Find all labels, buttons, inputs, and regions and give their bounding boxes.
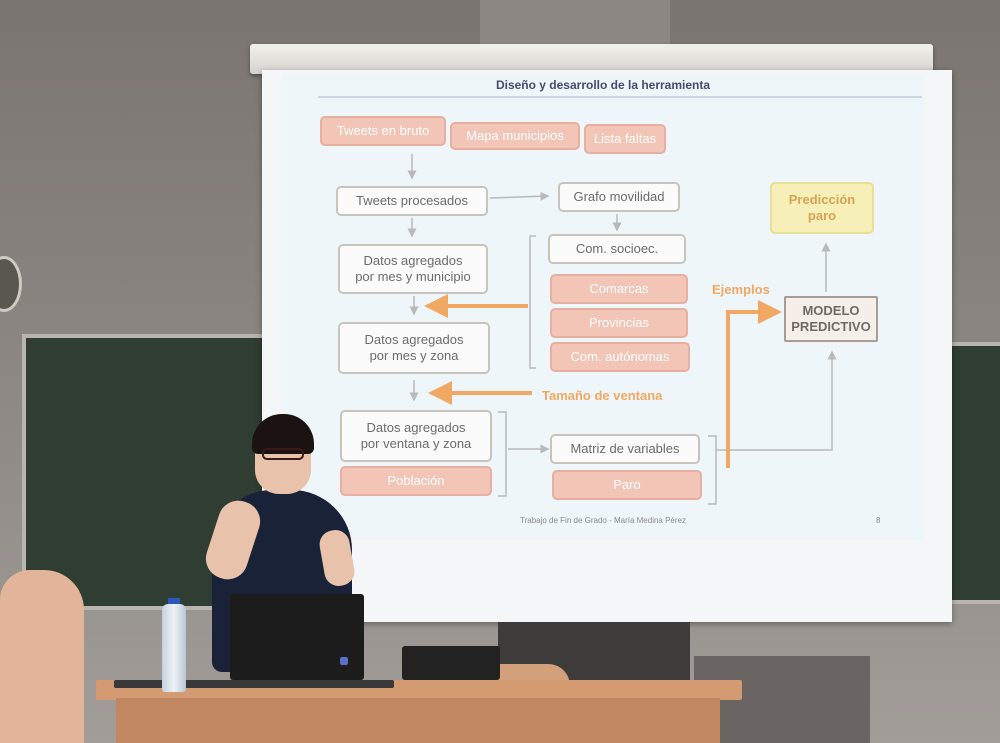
box-window-zone-line1: Datos agregados bbox=[366, 420, 466, 435]
box-monthly-municipal: Datos agregados por mes y municipio bbox=[338, 244, 488, 294]
box-prediction: Predicción paro bbox=[770, 182, 874, 234]
slide-page-number: 8 bbox=[876, 516, 881, 525]
box-predictive-model: MODELO PREDICTIVO bbox=[784, 296, 878, 342]
arrow-processed-to-graph bbox=[489, 191, 550, 201]
box-comarcas: Comarcas bbox=[550, 274, 688, 304]
projector-device bbox=[402, 646, 500, 680]
box-monthly-municipal-line1: Datos agregados bbox=[363, 253, 463, 268]
desk-front bbox=[116, 698, 720, 743]
label-examples: Ejemplos bbox=[712, 282, 770, 297]
projector-screen-housing bbox=[250, 44, 933, 74]
box-window-zone: Datos agregados por ventana y zona bbox=[340, 410, 492, 462]
input-box-faults: Lista faltas bbox=[584, 124, 666, 154]
title-underline bbox=[318, 96, 922, 98]
box-monthly-municipal-line2: por mes y municipio bbox=[355, 269, 471, 284]
slide-footer: Trabajo de Fin de Grado - María Medina P… bbox=[519, 516, 686, 525]
box-monthly-zone-line2: por mes y zona bbox=[369, 348, 459, 363]
box-paro: Paro bbox=[552, 470, 702, 500]
box-socioec: Com. socioec. bbox=[548, 234, 686, 264]
slide-title: Diseño y desarrollo de la herramienta bbox=[495, 78, 711, 92]
box-monthly-zone: Datos agregados por mes y zona bbox=[338, 322, 490, 374]
bracket-matrix-paro bbox=[708, 435, 717, 505]
box-mobility-graph: Grafo movilidad bbox=[558, 182, 680, 212]
box-model-line2: PREDICTIVO bbox=[791, 319, 871, 334]
box-prediction-line1: Predicción bbox=[788, 192, 856, 207]
box-tweets-processed: Tweets procesados bbox=[336, 186, 488, 216]
box-model-line1: MODELO bbox=[802, 303, 860, 318]
bracket-window-population bbox=[498, 411, 507, 497]
presenter-glasses bbox=[262, 448, 304, 460]
laptop bbox=[230, 594, 364, 680]
input-box-tweets: Tweets en bruto bbox=[320, 116, 446, 146]
box-prediction-line2: paro bbox=[807, 208, 837, 223]
box-variable-matrix: Matriz de variables bbox=[550, 434, 700, 464]
box-autonomas: Com. autónomas bbox=[550, 342, 690, 372]
bracket-communities bbox=[529, 235, 536, 369]
input-box-map: Mapa municipios bbox=[450, 122, 580, 150]
water-bottle bbox=[162, 604, 186, 692]
box-population: Población bbox=[340, 466, 492, 496]
laptop-keyboard bbox=[114, 680, 394, 688]
box-window-zone-line2: por ventana y zona bbox=[360, 436, 472, 451]
label-window-size: Tamaño de ventana bbox=[542, 388, 663, 403]
arrow-to-model bbox=[716, 350, 837, 451]
presenter-hair bbox=[252, 414, 314, 454]
orange-arrow-examples bbox=[726, 300, 782, 468]
box-monthly-zone-line1: Datos agregados bbox=[364, 332, 464, 347]
bottle-cap bbox=[168, 598, 180, 606]
laptop-logo-icon bbox=[340, 657, 348, 665]
box-provincias: Provincias bbox=[550, 308, 688, 338]
audience-member bbox=[0, 570, 84, 743]
